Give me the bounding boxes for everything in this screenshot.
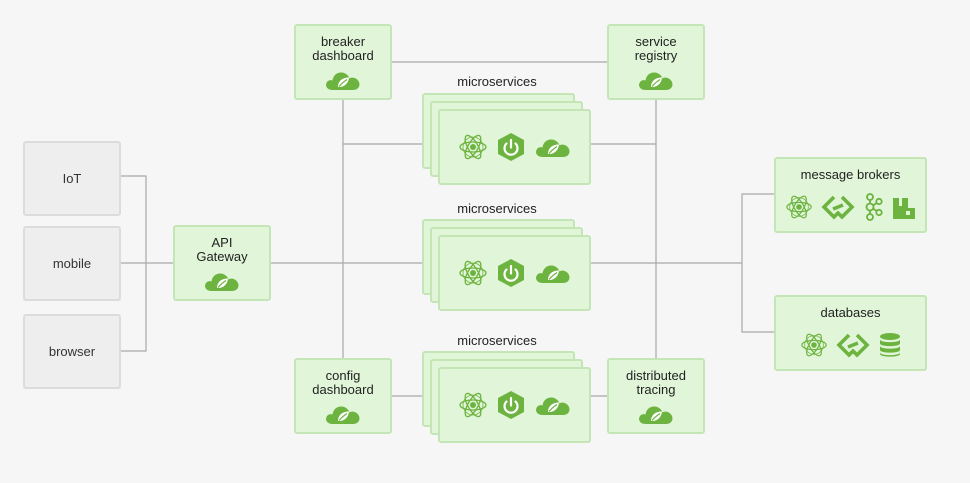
databases-box: databases xyxy=(774,295,927,371)
spring-cloud-icon xyxy=(638,405,674,425)
spring-cloud-icon xyxy=(325,71,361,91)
database-icon xyxy=(879,333,900,357)
config-label-1: config xyxy=(325,368,361,383)
spring-cloud-icon xyxy=(638,71,674,91)
iot-client-box: IoT xyxy=(23,141,121,216)
tracing-label-1: distributed xyxy=(626,368,686,383)
spring-boot-icon xyxy=(496,132,525,162)
registry-label-2: registry xyxy=(634,48,678,63)
message-brokers-label: message brokers xyxy=(800,167,901,182)
config-label-2: dashboard xyxy=(312,382,374,397)
mobile-client-box: mobile xyxy=(23,226,121,301)
databases-label: databases xyxy=(820,305,881,320)
spring-cloud-icon xyxy=(204,272,240,292)
rabbitmq-icon xyxy=(892,198,915,219)
spring-integration-icon xyxy=(836,333,869,357)
microservices-top-box xyxy=(438,109,591,185)
breaker-label-2: dashboard xyxy=(312,48,374,63)
microservices-mid-box xyxy=(438,235,591,311)
message-brokers-box: message brokers xyxy=(774,157,927,233)
mobile-label: mobile xyxy=(52,256,92,271)
reactor-icon xyxy=(800,331,827,359)
spring-cloud-icon xyxy=(534,264,570,284)
iot-label: IoT xyxy=(62,171,82,186)
spring-cloud-icon xyxy=(534,396,570,416)
microservices-bottom-box xyxy=(438,367,591,443)
reactor-icon xyxy=(458,132,487,162)
breaker-label-1: breaker xyxy=(320,34,366,49)
spring-cloud-icon xyxy=(325,405,361,425)
microservices-bottom-label: microservices xyxy=(457,333,537,348)
browser-client-box: browser xyxy=(23,314,121,389)
spring-boot-icon xyxy=(496,258,525,288)
gateway-label-1: API xyxy=(211,235,233,250)
spring-cloud-icon xyxy=(534,138,570,158)
spring-integration-icon xyxy=(821,195,854,219)
registry-label-1: service xyxy=(635,34,677,49)
tracing-label-2: tracing xyxy=(636,382,676,397)
reactor-icon xyxy=(785,193,812,221)
reactor-icon xyxy=(458,258,487,288)
kafka-icon xyxy=(865,193,883,221)
reactor-icon xyxy=(458,390,487,420)
browser-label: browser xyxy=(48,344,96,359)
gateway-label-2: Gateway xyxy=(196,249,248,264)
spring-boot-icon xyxy=(496,390,525,420)
microservices-mid-label: microservices xyxy=(457,201,537,216)
microservices-top-label: microservices xyxy=(457,74,537,89)
